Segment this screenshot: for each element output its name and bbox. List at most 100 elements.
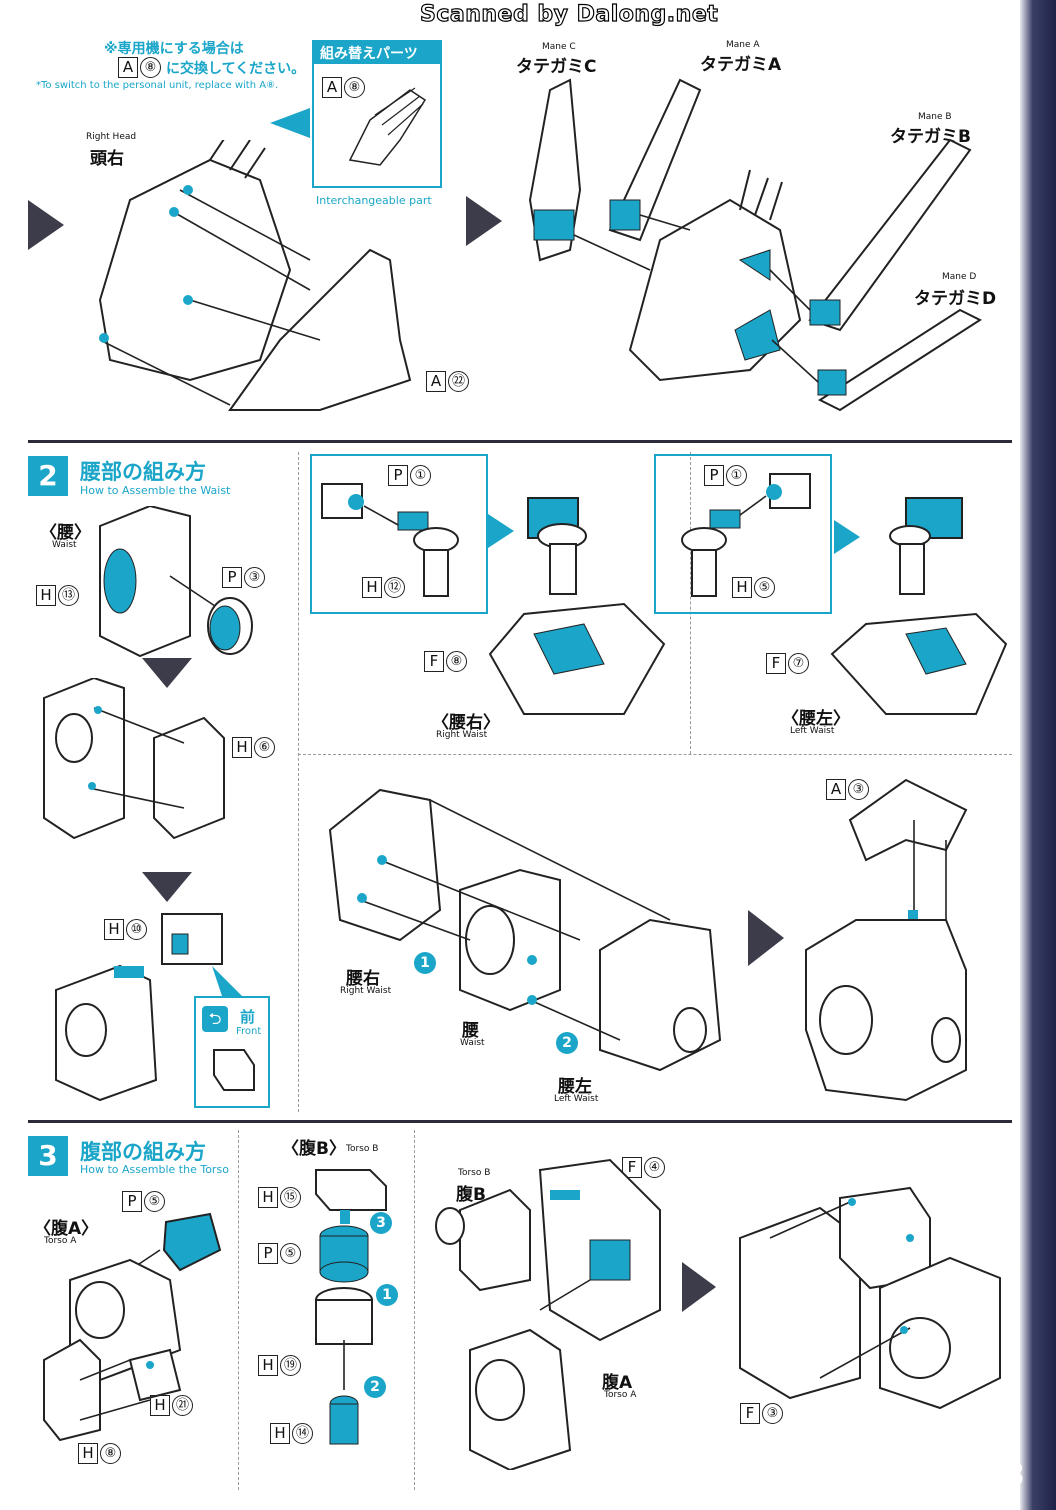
mane-assembly-drawing [528, 78, 983, 412]
part-letter: H [36, 585, 56, 606]
right-waist-jp: 〈腰右〉 [432, 713, 500, 733]
waist-step1-drawing [99, 506, 253, 658]
part-number: ⑦ [788, 653, 809, 674]
torso-a-en: Torso A [44, 1236, 77, 1246]
step-arrow-waist [748, 910, 784, 966]
part-number: ⑧ [140, 57, 161, 78]
asm-right-waist-en: Right Waist [340, 986, 392, 996]
torso-b-en: Torso B [346, 1144, 379, 1154]
part-number: ⑬ [58, 585, 79, 606]
part-letter: P [222, 567, 242, 588]
asm-right-waist-jp: 腰右 [346, 969, 380, 989]
interchangeable-en: Interchangeable part [316, 194, 432, 207]
part-number: ㉑ [172, 1395, 193, 1416]
torso-a-drawing [43, 1212, 222, 1442]
part-letter: H [104, 919, 124, 940]
interchangeable-part-drawing [348, 87, 427, 166]
torso-badge-1: 1 [376, 1284, 398, 1306]
mane-c-en: Mane C [542, 42, 576, 52]
waist-en: Waist [52, 540, 77, 550]
interchangeable-title: 組み替えパーツ [320, 46, 418, 62]
part-letter: A [322, 77, 342, 98]
right-waist-drawing [488, 497, 666, 715]
part-letter: H [270, 1423, 290, 1444]
mane-c-jp: タテガミC [516, 57, 597, 77]
waist-final-drawing [805, 778, 968, 1102]
part-letter: H [732, 577, 752, 598]
right-waist-en: Right Waist [436, 730, 488, 740]
part-number: ⑭ [292, 1423, 313, 1444]
section3-vdash-2 [414, 1130, 415, 1490]
mane-a-en: Mane A [726, 40, 760, 50]
asm-torso-a-jp: 腹A [602, 1373, 633, 1393]
part-letter: H [258, 1355, 278, 1376]
part-number: ⑥ [254, 737, 275, 758]
step-arrow-left [28, 200, 64, 250]
part-letter: H [232, 737, 252, 758]
waist-assembly-drawing [328, 788, 722, 1072]
torso-badge-2: 2 [364, 1376, 386, 1398]
watermark: Scanned by Dalong.net [419, 1, 719, 27]
part-letter: P [258, 1243, 278, 1264]
part-number: ③ [762, 1403, 783, 1424]
waist-step2-drawing [43, 678, 225, 840]
part-letter: P [704, 465, 724, 486]
asm-torso-b-en: Torso B [458, 1168, 491, 1178]
waist-jp: 〈腰〉 [40, 523, 91, 543]
part-letter: H [78, 1443, 98, 1464]
part-letter: A [826, 779, 846, 800]
step-2-title: 腰部の組み方 [80, 460, 206, 484]
step-arrow-middle [466, 196, 502, 246]
front-diagram [213, 1049, 255, 1091]
right-head-jp: 頭右 [90, 149, 124, 169]
arrow-down-1 [142, 658, 192, 688]
section2-vdash-right [690, 452, 691, 754]
torso-combine-drawing [435, 1158, 661, 1470]
section-divider-2 [28, 1120, 1012, 1123]
part-letter: F [622, 1157, 642, 1178]
left-waist-en: Left Waist [790, 726, 835, 736]
mane-a-jp: タテガミA [700, 55, 782, 75]
front-en: Front [236, 1026, 262, 1037]
part-number: ⑧ [344, 77, 365, 98]
part-letter: P [122, 1191, 142, 1212]
box1-arrow [488, 514, 514, 548]
part-number: ⑤ [280, 1243, 301, 1264]
part-letter: H [150, 1395, 170, 1416]
asm-left-waist-jp: 腰左 [558, 1077, 592, 1097]
step-arrow-torso [682, 1262, 716, 1312]
part-number: ⑧ [446, 651, 467, 672]
pointer-triangle [270, 108, 310, 138]
box2-arrow [834, 520, 860, 554]
front-jp: 前 [240, 1008, 256, 1026]
arrow-down-2 [142, 872, 192, 902]
box1-drawing [321, 483, 459, 597]
section3-vdash-1 [238, 1130, 239, 1490]
torso-badge-3: 3 [370, 1212, 392, 1234]
asm-torso-b-jp: 腹B [456, 1185, 486, 1205]
asm-torso-a-en: Torso A [604, 1390, 637, 1400]
section2-vdash-main [298, 452, 299, 1112]
front-pointer [212, 966, 242, 996]
torso-b-stack-drawing [315, 1169, 387, 1445]
section-divider-1 [28, 440, 1012, 443]
front-icon: ⮌ [202, 1006, 228, 1032]
part-letter: F [766, 653, 786, 674]
step-badge-1: 1 [414, 952, 436, 974]
part-number: ④ [644, 1157, 665, 1178]
part-number: ⑮ [280, 1187, 301, 1208]
box2-drawing [681, 473, 811, 597]
part-number: ① [410, 465, 431, 486]
mane-d-jp: タテガミD [914, 289, 997, 309]
